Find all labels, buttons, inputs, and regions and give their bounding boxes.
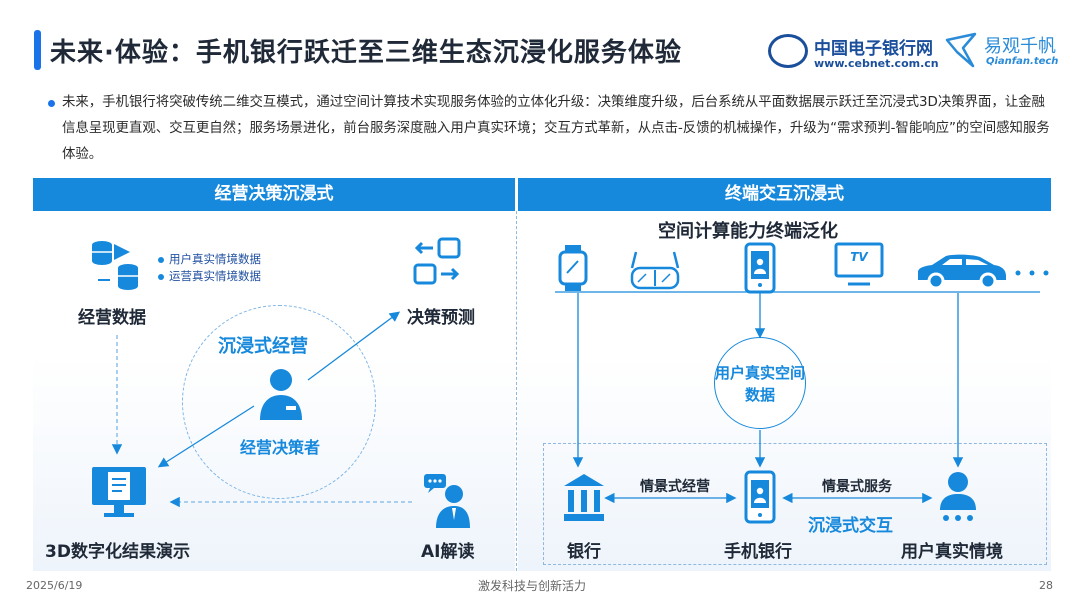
legend-operation-data: 运营真实情境数据 — [158, 268, 261, 284]
left-panel-header: 经营决策沉浸式 — [33, 178, 515, 211]
immersive-interaction-label: 沉浸式交互 — [808, 516, 893, 536]
footer-date: 2025/6/19 — [26, 579, 83, 592]
immersive-operation-circle — [182, 305, 376, 499]
cebnet-logo-name: 中国电子银行网 — [814, 39, 933, 59]
service-scenario-box — [543, 443, 1047, 565]
page-title: 未来·体验：手机银行跃迁至三维生态沉浸化服务体验 — [50, 38, 682, 68]
decision-maker-icon — [260, 369, 302, 420]
intro-bullet-icon — [48, 100, 55, 107]
mobile-banking-icon — [744, 470, 776, 524]
smartphone-icon — [744, 242, 776, 294]
tv-label: TV — [850, 250, 868, 264]
decision-exchange-icon — [413, 237, 461, 285]
bank-label: 银行 — [567, 542, 601, 562]
user-context-icon — [940, 472, 976, 521]
terminal-generalization-title: 空间计算能力终端泛化 — [658, 221, 838, 242]
more-devices-icon — [1015, 270, 1049, 276]
decision-prediction-label: 决策预测 — [407, 308, 475, 328]
footer-slogan: 激发科技与创新活力 — [478, 579, 587, 593]
cebnet-logo-icon — [768, 34, 808, 68]
3d-result-demo-label: 3D数字化结果演示 — [45, 542, 190, 562]
legend-user-data: 用户真实情境数据 — [158, 251, 261, 267]
cebnet-logo-url: www.cebnet.com.cn — [814, 57, 939, 70]
tv-icon — [834, 242, 884, 286]
vr-glasses-icon — [630, 251, 680, 290]
title-accent-bar — [34, 30, 41, 70]
scenario-service-label: 情景式服务 — [822, 479, 892, 495]
user-space-data-label: 用户真实空间数据 — [714, 364, 805, 404]
bank-icon — [564, 474, 604, 521]
qianfan-logo-domain: Qianfan.tech — [986, 56, 1059, 67]
operation-data-label: 经营数据 — [78, 308, 146, 328]
qianfan-logo-name: 易观千帆 — [984, 36, 1056, 57]
page-number: 28 — [1039, 579, 1053, 592]
decision-maker-label: 经营决策者 — [240, 438, 321, 457]
user-context-label: 用户真实情境 — [901, 542, 1003, 562]
database-icon — [92, 241, 138, 290]
ai-interpretation-label: AI解读 — [421, 542, 475, 562]
car-icon — [918, 254, 1006, 290]
intro-paragraph: 未来，手机银行将突破传统二维交互模式，通过空间计算技术实现服务体验的立体化升级：… — [62, 95, 1050, 162]
scenario-operation-label: 情景式经营 — [640, 479, 710, 495]
monitor-document-icon — [92, 467, 146, 517]
right-panel-header: 终端交互沉浸式 — [518, 178, 1051, 211]
immersive-operation-title: 沉浸式经营 — [218, 336, 308, 357]
panel-divider — [516, 211, 517, 571]
smartwatch-icon — [558, 245, 588, 291]
mobile-banking-label: 手机银行 — [724, 542, 792, 562]
ai-assistant-icon — [424, 474, 470, 528]
qianfan-logo-icon — [945, 32, 977, 68]
